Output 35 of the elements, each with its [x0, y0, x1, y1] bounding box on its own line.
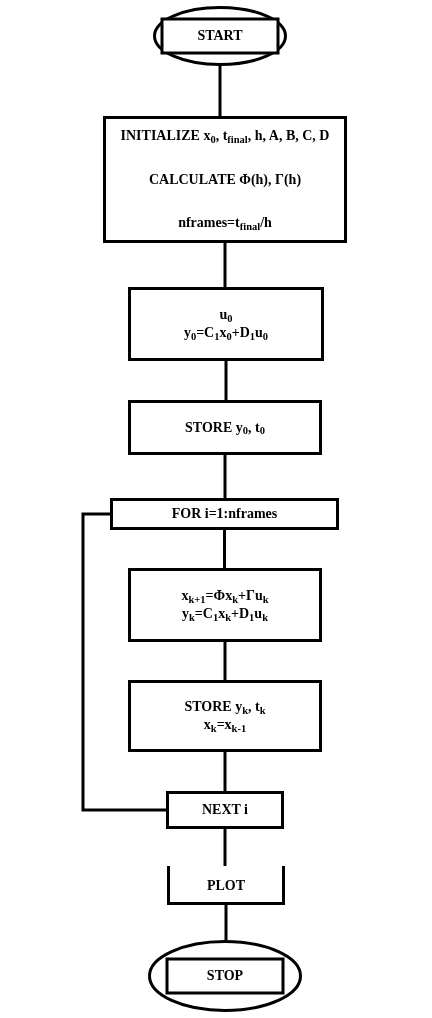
node-text: x$_{k}$=x$_{k-1}$: [203, 716, 247, 734]
connector-line: [223, 243, 227, 287]
node-text: y$_{k}$=C$_{1}$x$_{k}$+D$_{1}$u$_{k}$: [182, 605, 268, 623]
node-text: x$_{k+1}$=Φx$_{k}$+Γu$_{k}$: [181, 587, 269, 605]
connector-line: [81, 512, 166, 812]
node-text: START: [197, 27, 243, 45]
node-text: INITIALIZE x$_{0}$, t$_{final}$, h, A, B, C, D: [120, 127, 330, 145]
connector-line: [223, 752, 227, 791]
node-text: PLOT: [206, 876, 246, 895]
output-box: [167, 866, 285, 905]
loop-box: [110, 498, 339, 530]
stop-terminal: [148, 940, 302, 1012]
connector-line: [223, 530, 226, 568]
process-box: [128, 680, 322, 752]
connector-line: [224, 905, 228, 940]
start-terminal: [153, 6, 287, 66]
connector-line: [224, 361, 228, 400]
process-box: [128, 568, 322, 642]
node-text: STOP: [206, 967, 244, 985]
node-text: STORE y$_{0}$, t$_{0}$: [185, 418, 265, 437]
connector-line: [223, 642, 227, 680]
node-text: u$_{0}$: [219, 306, 233, 324]
connector-line: [218, 66, 222, 116]
process-box: [128, 287, 324, 361]
process-box: [103, 116, 347, 243]
connector-line: [223, 455, 227, 498]
loop-end-box: [166, 791, 284, 829]
process-box: [128, 400, 322, 455]
node-text: CALCULATE Φ(h), Γ(h): [148, 170, 302, 189]
connector-line: [223, 829, 227, 866]
node-text: nframes=t$_{final}$/h: [178, 214, 272, 232]
node-text: STORE y$_{k}$, t$_{k}$: [184, 698, 266, 716]
node-text: y$_{0}$=C$_{1}$x$_{0}$+D$_{1}$u$_{0}$: [183, 324, 269, 342]
node-text: NEXT i: [201, 801, 248, 819]
node-text: FOR i=1:nframes: [171, 505, 278, 523]
